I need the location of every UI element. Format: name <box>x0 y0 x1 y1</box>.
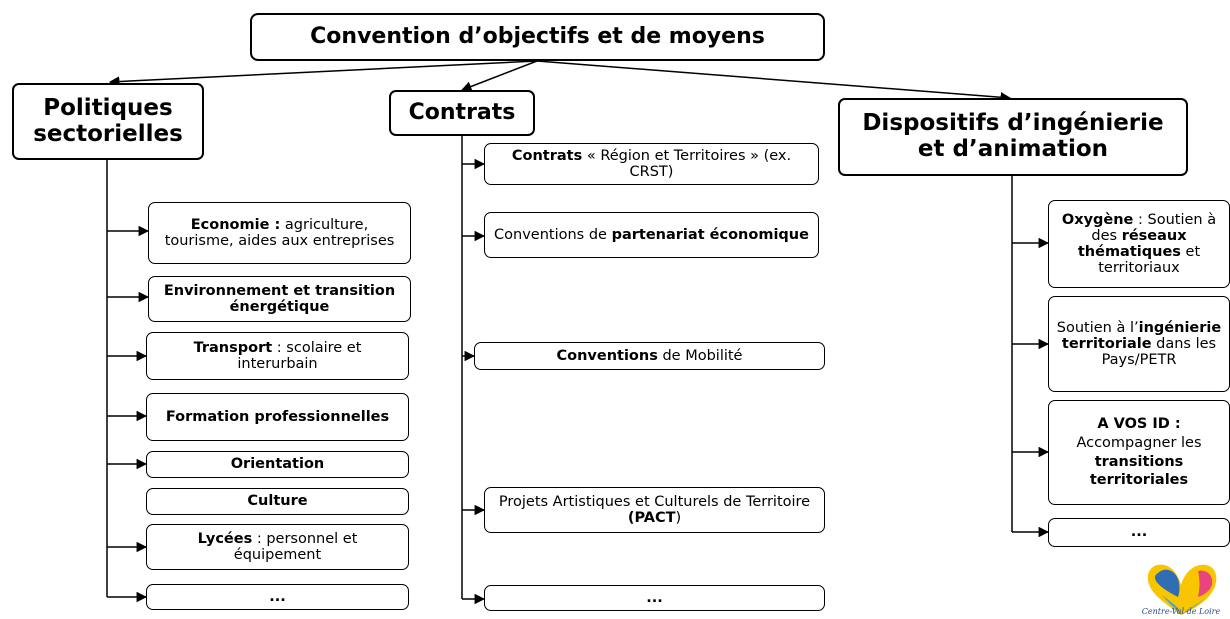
item-a-vos-id-bold: A VOS ID : <box>1097 415 1181 432</box>
item-oxygene-bold: Oxygène <box>1061 211 1134 228</box>
item-dispositifs-more: ... <box>1048 518 1230 547</box>
header-dispositifs-line2: et d’animation <box>917 136 1109 162</box>
item-politiques-more: ... <box>146 584 409 610</box>
item-pact-text: Projets Artistiques et Culturels de Terr… <box>498 493 811 510</box>
header-contrats-label: Contrats <box>408 99 516 125</box>
item-contrats-more-bold: ... <box>646 589 663 606</box>
header-dispositifs: Dispositifs d’ingénierie et d’animation <box>838 98 1188 176</box>
title-text: Convention d’objectifs et de moyens <box>310 23 765 49</box>
item-economie-bold: Economie : <box>190 216 281 233</box>
item-contrats-region-bold: Contrats <box>511 147 583 164</box>
item-conventions-partenariat-bold: partenariat économique <box>611 226 809 243</box>
item-pact-bold: (PACT <box>627 510 676 526</box>
item-formation: Formation professionnelles <box>146 393 409 441</box>
item-environnement: Environnement et transition énergétique <box>148 276 411 322</box>
item-politiques-more-bold: ... <box>269 588 286 605</box>
item-a-vos-id-bold2: transitions territoriales <box>1089 453 1189 489</box>
item-culture: Culture <box>146 488 409 515</box>
region-logo-icon <box>1147 564 1217 615</box>
item-orientation: Orientation <box>146 451 409 478</box>
header-dispositifs-line1: Dispositifs d’ingénierie <box>862 110 1164 137</box>
item-conventions-mobilite: Conventions de Mobilité <box>474 342 825 370</box>
item-conventions-mobilite-bold: Conventions <box>556 347 658 364</box>
item-dispositifs-more-bold: ... <box>1130 524 1148 541</box>
item-oxygene-text: : Soutien à des <box>1091 211 1217 244</box>
item-conventions-partenariat-text: Conventions de <box>494 226 612 243</box>
item-lycees-text: : personnel et équipement <box>233 530 358 563</box>
item-economie-text: agriculture, tourisme, aides aux entrepr… <box>164 216 395 249</box>
item-contrats-more: ... <box>484 585 825 611</box>
item-transport-text: : scolaire et interurbain <box>237 339 362 372</box>
item-ingenierie-text2: dans les Pays/PETR <box>1101 335 1217 369</box>
item-oxygene: Oxygène : Soutien à des réseaux thématiq… <box>1048 200 1230 288</box>
item-conventions-mobilite-text: de Mobilité <box>657 347 743 364</box>
item-oxygene-text2: et territoriaux <box>1098 244 1201 277</box>
item-transport: Transport : scolaire et interurbain <box>146 332 409 380</box>
item-formation-bold: Formation professionnelles <box>165 408 390 425</box>
item-lycees: Lycées : personnel et équipement <box>146 524 409 570</box>
header-politiques-line2: sectorielles <box>33 120 183 147</box>
item-a-vos-id-text: Accompagner les <box>1076 434 1202 451</box>
item-contrats-region: Contrats « Région et Territoires » (ex. … <box>484 143 819 185</box>
item-ingenierie-text: Soutien à l’ <box>1056 319 1139 336</box>
header-politiques-sectorielles: Politiques sectorielles <box>12 83 204 160</box>
item-economie: Economie : agriculture, tourisme, aides … <box>148 202 411 264</box>
item-ingenierie-territoriale: Soutien à l’ingénierie territoriale dans… <box>1048 296 1230 392</box>
item-culture-bold: Culture <box>247 493 308 510</box>
item-contrats-region-text: « Région et Territoires » (ex. CRST) <box>582 147 792 180</box>
item-a-vos-id: A VOS ID : Accompagner les transitions ter… <box>1048 400 1230 505</box>
item-ingenierie-bold: ingénierie territoriale <box>1061 319 1222 352</box>
item-environnement-bold: Environnement et transition énergétique <box>163 282 396 315</box>
item-pact-suffix: ) <box>675 510 682 526</box>
item-lycees-bold: Lycées <box>197 530 253 547</box>
item-orientation-bold: Orientation <box>230 456 325 473</box>
diagram-title: Convention d’objectifs et de moyens <box>250 13 825 61</box>
region-logo-text: Centre-Val de Loire <box>1141 607 1221 616</box>
header-politiques-line1: Politiques <box>43 94 173 121</box>
header-contrats: Contrats <box>389 90 535 136</box>
item-oxygene-bold2: réseaux thématiques <box>1077 227 1187 260</box>
item-conventions-partenariat: Conventions de partenariat économique <box>484 212 819 258</box>
item-pact: Projets Artistiques et Culturels de Terr… <box>484 487 825 533</box>
item-transport-bold: Transport <box>193 339 273 356</box>
